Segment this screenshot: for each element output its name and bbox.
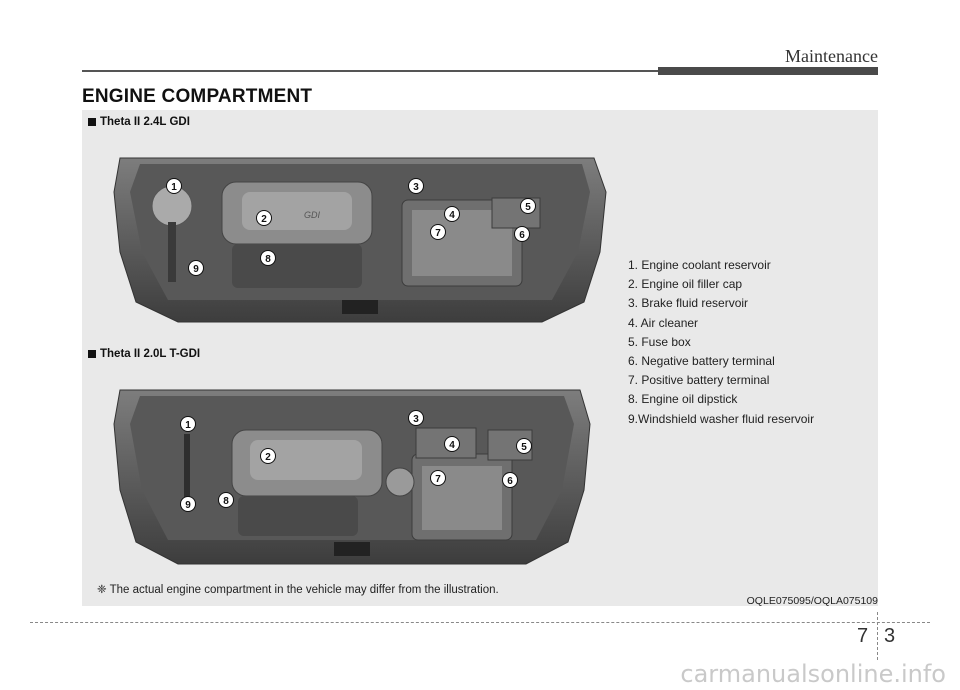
- callout-3: 3: [408, 410, 424, 426]
- legend-item: 6. Negative battery terminal: [628, 353, 775, 368]
- callout-2: 2: [256, 210, 272, 226]
- svg-text:5: 5: [525, 202, 531, 213]
- svg-text:2: 2: [261, 214, 267, 225]
- svg-text:9: 9: [185, 500, 191, 511]
- engine-illustration-gdi: GDI 1 2 3 4 5 6 7 8 9: [113, 157, 607, 323]
- callout-8: 8: [218, 492, 234, 508]
- legend-item: 9.Windshield washer fluid reservoir: [628, 411, 815, 426]
- svg-text:8: 8: [223, 496, 229, 507]
- chapter-number: 7: [857, 625, 869, 647]
- svg-text:6: 6: [519, 230, 525, 241]
- subtitle-gdi-text: Theta II 2.4L GDI: [100, 116, 190, 128]
- callout-4: 4: [444, 436, 460, 452]
- svg-text:1: 1: [185, 420, 191, 431]
- footer-dashed-divider: [877, 612, 878, 660]
- svg-text:5: 5: [521, 442, 527, 453]
- svg-text:9: 9: [193, 264, 199, 275]
- legend-item: 1. Engine coolant reservoir: [628, 258, 771, 272]
- svg-text:6: 6: [507, 476, 513, 487]
- parts-legend: 1. Engine coolant reservoir 2. Engine oi…: [628, 256, 814, 429]
- legend-item: 8. Engine oil dipstick: [628, 392, 738, 407]
- svg-text:7: 7: [435, 474, 441, 485]
- svg-text:7: 7: [435, 228, 441, 239]
- callout-9: 9: [188, 260, 204, 276]
- callout-7: 7: [430, 470, 446, 486]
- callout-9: 9: [180, 496, 196, 512]
- legend-item: 7. Positive battery terminal: [628, 373, 770, 388]
- header-rule: [82, 70, 878, 72]
- callout-5: 5: [520, 198, 536, 214]
- callout-4: 4: [444, 206, 460, 222]
- watermark: carmanualsonline.info: [680, 660, 946, 688]
- svg-text:4: 4: [449, 440, 455, 451]
- svg-text:1: 1: [171, 182, 177, 193]
- bullet-square: [88, 350, 96, 358]
- callout-6: 6: [514, 226, 530, 242]
- callout-8: 8: [260, 250, 276, 266]
- section-title: ENGINE COMPARTMENT: [82, 86, 313, 107]
- engine-badge: GDI: [304, 210, 321, 220]
- callout-5: 5: [516, 438, 532, 454]
- callout-3: 3: [408, 178, 424, 194]
- callout-2: 2: [260, 448, 276, 464]
- subtitle-tgdi: Theta II 2.0L T-GDI: [88, 348, 200, 360]
- image-code: OQLE075095/OQLA075109: [746, 595, 878, 607]
- bullet-square: [88, 118, 96, 126]
- callout-6: 6: [502, 472, 518, 488]
- svg-text:3: 3: [413, 414, 419, 425]
- callout-1: 1: [166, 178, 182, 194]
- engine-illustration-tgdi: 1 2 3 4 5 6 7 8 9: [113, 389, 591, 565]
- callout-7: 7: [430, 224, 446, 240]
- page-number: 3: [884, 625, 896, 647]
- running-header: Maintenance: [785, 46, 878, 66]
- callout-1: 1: [180, 416, 196, 432]
- svg-text:2: 2: [265, 452, 271, 463]
- legend-item: 5. Fuse box: [628, 334, 691, 349]
- illustration-note: ❈ The actual engine compartment in the v…: [97, 584, 499, 596]
- subtitle-tgdi-text: Theta II 2.0L T-GDI: [100, 348, 201, 360]
- svg-text:3: 3: [413, 182, 419, 193]
- svg-text:8: 8: [265, 254, 271, 265]
- svg-text:4: 4: [449, 210, 455, 221]
- legend-item: 3. Brake fluid reservoir: [628, 296, 749, 311]
- legend-item: 4. Air cleaner: [628, 315, 699, 330]
- legend-item: 2. Engine oil filler cap: [628, 277, 743, 292]
- footer-dashed-rule: [30, 622, 930, 623]
- header-bar: [658, 67, 878, 75]
- subtitle-gdi: Theta II 2.4L GDI: [88, 116, 190, 128]
